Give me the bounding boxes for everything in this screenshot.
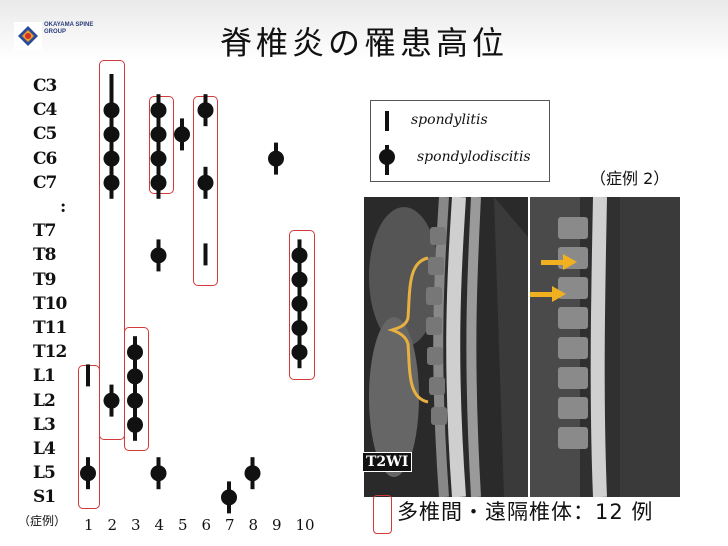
x-tick-label: 6 (201, 516, 212, 534)
level-label: L3 (33, 414, 56, 435)
legend: spondylitis spondylodiscitis (370, 100, 550, 182)
level-label: C3 (33, 76, 57, 96)
level-label: L5 (33, 463, 56, 484)
level-label: T7 (33, 221, 57, 242)
x-tick-label: 10 (295, 516, 315, 534)
spondylodiscitis-mark (268, 142, 284, 175)
level-label: L1 (33, 366, 56, 387)
spondylodiscitis-mark (80, 457, 96, 490)
spondylodiscitis-mark (291, 336, 308, 369)
level-label: C5 (33, 124, 57, 145)
x-tick-label: 8 (248, 516, 259, 534)
legend-spondylodiscitis-label: spondylodiscitis (417, 149, 531, 165)
level-label: T8 (33, 245, 57, 266)
spondylodiscitis-mark (197, 94, 214, 127)
spondylodiscitis-mark (127, 408, 143, 441)
spondylodiscitis-mark (150, 239, 167, 272)
spondylodiscitis-mark (244, 457, 261, 490)
case-box-3 (124, 327, 149, 451)
case-box-10 (289, 230, 315, 380)
level-label: T12 (33, 342, 67, 363)
x-tick-label: 7 (225, 516, 235, 534)
okayama-spine-group-logo (14, 22, 42, 50)
level-label: : (60, 197, 66, 217)
level-label: C4 (33, 100, 57, 121)
case-box-2 (99, 60, 125, 440)
spondylodiscitis-mark (103, 166, 120, 199)
spondylodiscitis-mark (150, 457, 167, 490)
level-label: C6 (33, 148, 57, 169)
legend-spondylitis-label: spondylitis (411, 112, 488, 128)
spondylodiscitis-mark (103, 384, 120, 417)
x-axis-label: （症例） (18, 514, 67, 528)
level-label: T9 (33, 269, 57, 290)
x-tick-label: 3 (131, 516, 141, 534)
multi-level-legend-box (373, 495, 392, 534)
mri-sequence-label: T2WI (362, 452, 413, 472)
spondylodiscitis-mark (197, 166, 214, 199)
x-tick-label: 1 (84, 516, 94, 534)
level-label: L4 (33, 439, 56, 459)
level-label: S1 (33, 487, 56, 508)
spondylodiscitis-mark (221, 481, 237, 514)
spondylodiscitis-mark (174, 118, 190, 151)
logo-text: OKAYAMA SPINE GROUP (44, 22, 94, 35)
case-box-4 (149, 96, 174, 194)
mri-thoracic-image (530, 197, 680, 497)
level-label: C7 (33, 172, 57, 193)
spondylodiscitis-mark (150, 166, 167, 199)
case-2-label: （症例 2） (590, 169, 670, 188)
x-tick-label: 5 (178, 516, 188, 534)
x-tick-label: 2 (107, 516, 118, 534)
x-tick-label: 4 (154, 516, 165, 534)
page-title: 脊椎炎の罹患高位 (219, 24, 508, 62)
multi-level-count-text: 多椎間・遠隔椎体：12 例 (397, 500, 654, 524)
x-tick-label: 9 (272, 516, 282, 534)
level-label: T10 (33, 293, 67, 314)
level-label: T11 (33, 318, 67, 338)
level-label: L2 (33, 390, 56, 411)
